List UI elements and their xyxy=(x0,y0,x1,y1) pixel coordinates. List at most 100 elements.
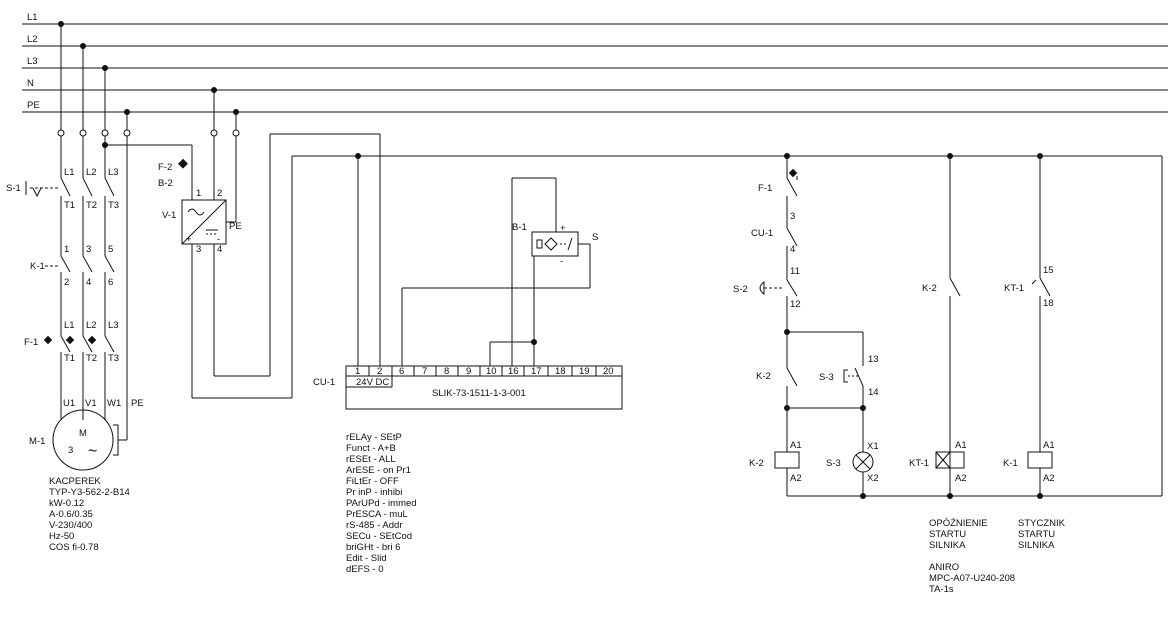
f1-in-3: L3 xyxy=(108,320,119,331)
note-delay-line: STARTU xyxy=(929,529,966,540)
k2-coil xyxy=(774,451,800,469)
k2-a1: A1 xyxy=(790,440,802,451)
power-supply: F-2 B-2 + - 1 2 3 4 PE V-1 xyxy=(102,90,381,399)
psu-term-4: 4 xyxy=(217,244,222,255)
setting-line: dEFS - 0 xyxy=(346,564,384,575)
motor-spec: KACPEREK TYP-Y3-562-2-B14 kW-0.12 A-0.6/… xyxy=(49,476,130,553)
cu-terminal: 19 xyxy=(579,366,590,377)
ctrl-f1-num: 3 xyxy=(790,211,795,222)
k1-in-3: 3 xyxy=(86,244,91,255)
motor-term-w1: W1 xyxy=(107,398,121,409)
motor-spec-line: V-230/400 xyxy=(49,520,92,531)
motor-symbol xyxy=(52,409,114,471)
b1-label: B-1 xyxy=(512,222,527,233)
psu-term-2: 2 xyxy=(217,188,222,199)
control-branch-kt1: K-2 A1 A2 KT-1 xyxy=(909,156,967,499)
s1-phase-1: L1 xyxy=(64,167,75,178)
f1-out-1: T1 xyxy=(64,353,75,364)
kt1-coil-label: KT-1 xyxy=(909,458,929,469)
note-relay-line: ANIRO xyxy=(929,562,959,573)
power-rails: L1 L2 L3 N PE xyxy=(22,12,1168,115)
f2-label: F-2 xyxy=(158,162,172,173)
motor-spec-line: KACPEREK xyxy=(49,476,101,487)
k1-a1: A1 xyxy=(1043,440,1055,451)
cu-terminal: 16 xyxy=(508,366,519,377)
kt1-bot: 18 xyxy=(1043,298,1054,309)
ctrl-cu1-label: CU-1 xyxy=(751,228,773,239)
lamp-x2: X2 xyxy=(867,473,879,484)
cu-terminal: 6 xyxy=(399,366,404,377)
f1-out-2: T2 xyxy=(86,353,97,364)
psu-minus: - xyxy=(217,234,220,245)
setting-line: Edit - Slid xyxy=(346,553,387,564)
motor-term-u1: U1 xyxy=(63,398,75,409)
cu-terminal: 20 xyxy=(603,366,614,377)
ctrl-s3-contact-label: S-3 xyxy=(819,372,834,383)
s1-out-3: T3 xyxy=(108,200,119,211)
note-contactor-line: STYCZNIK xyxy=(1018,518,1066,529)
control-branch-main: F-1 3 CU-1 4 S-2 11 12 K-2 S-3 13 14 xyxy=(733,156,879,499)
setting-line: Pr inP - inhibi xyxy=(346,487,402,498)
cu-terminal: 9 xyxy=(466,366,471,377)
motor-term-v1: V1 xyxy=(85,398,97,409)
note-relay-line: MPC-A07-U240-208 xyxy=(929,573,1015,584)
s1-out-1: T1 xyxy=(64,200,75,211)
ctrl-k2-contact-label: K-2 xyxy=(756,371,771,382)
motor-spec-line: A-0.6/0.35 xyxy=(49,509,93,520)
ctrl-cu1-num: 4 xyxy=(790,244,795,255)
cu-terminal: 8 xyxy=(444,366,449,377)
control-bus xyxy=(292,153,1163,497)
k2-coil-label: K-2 xyxy=(749,458,764,469)
kt1-a1: A1 xyxy=(955,440,967,451)
sensor-plus: + xyxy=(560,223,566,234)
s-label: S xyxy=(592,232,598,243)
k2-a2: A2 xyxy=(790,473,802,484)
motor-m: M xyxy=(79,428,87,439)
rail-label-l1: L1 xyxy=(27,12,38,23)
kt1-top: 15 xyxy=(1043,265,1054,276)
motor-term-pe: PE xyxy=(131,398,144,409)
rail-label-l2: L2 xyxy=(27,34,38,45)
setting-line: PrESCA - muL xyxy=(346,509,408,520)
psu-pe: PE xyxy=(229,221,242,232)
motor-power-circuit: S-1 L1 L2 L3 T1 T2 T3 K-1 1 3 5 2 4 6 xyxy=(6,24,144,471)
k1-in-5: 5 xyxy=(108,244,113,255)
setting-line: briGHt - bri 6 xyxy=(346,542,400,553)
controller-cu1: 1 2 6 7 8 9 10 16 17 18 19 20 24V DC SLI… xyxy=(313,365,623,410)
motor-spec-line: COS fi-0.78 xyxy=(49,542,99,553)
k2-contact-label: K-2 xyxy=(922,283,937,294)
rail-label-n: N xyxy=(27,78,34,89)
setting-line: PArUPd - immed xyxy=(346,498,417,509)
m1-label: M-1 xyxy=(29,436,45,447)
v1-label: V-1 xyxy=(162,210,176,221)
ctrl-s3-top: 13 xyxy=(868,354,879,365)
ctrl-s2-bot: 12 xyxy=(790,299,801,310)
setting-line: FiLtEr - OFF xyxy=(346,476,399,487)
kt1-contact-label: KT-1 xyxy=(1004,283,1024,294)
cu-model: SLIK-73-1511-1-3-001 xyxy=(432,388,526,399)
setting-line: rESEt - ALL xyxy=(346,454,396,465)
cu-terminal: 10 xyxy=(486,366,497,377)
motor-spec-line: Hz-50 xyxy=(49,531,74,542)
sensor-box xyxy=(531,231,579,257)
psu-box xyxy=(181,199,227,245)
control-branch-k1: KT-1 15 18 A1 A2 K-1 xyxy=(1003,156,1055,499)
cu-terminal: 2 xyxy=(377,366,382,377)
setting-line: rELAy - SEtP xyxy=(346,432,402,443)
motor-spec-line: kW-0.12 xyxy=(49,498,84,509)
ctrl-s2-label: S-2 xyxy=(733,284,748,295)
notes: OPÓŹNIENIE STARTU SILNIKA STYCZNIK START… xyxy=(929,518,1066,595)
kt1-a2: A2 xyxy=(955,473,967,484)
ctrl-s3-bot: 14 xyxy=(868,387,879,398)
k1-label: K-1 xyxy=(30,261,45,272)
psu-term-1: 1 xyxy=(196,188,201,199)
f1-label: F-1 xyxy=(24,337,38,348)
f1-out-3: T3 xyxy=(108,353,119,364)
motor-3: 3 xyxy=(68,445,73,456)
rail-label-pe: PE xyxy=(27,100,40,111)
psu-plus: + xyxy=(186,234,192,245)
motor-spec-line: TYP-Y3-562-2-B14 xyxy=(49,487,130,498)
cu-terminal: 1 xyxy=(355,366,360,377)
cu-terminal: 17 xyxy=(531,366,542,377)
psu-term-3: 3 xyxy=(196,244,201,255)
